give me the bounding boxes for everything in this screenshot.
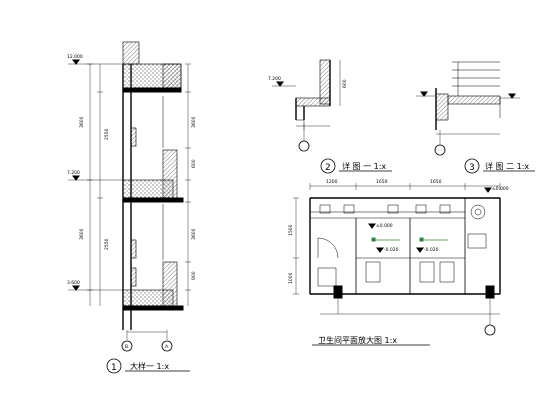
detail-number: 1 (111, 363, 117, 373)
bathroom-plan: ±0.000 -0.020 -0.020 ±0.000 1200 1650 16… (288, 179, 509, 346)
column (485, 285, 495, 299)
plan-caption: 卫生间平面放大图 1:x (318, 335, 397, 345)
dimension-text: 1650 (430, 179, 442, 185)
toilet-fixture (317, 267, 337, 287)
detail-number-circle (320, 158, 336, 174)
detail-number-circle (106, 358, 122, 374)
column (333, 285, 343, 299)
axis-label: A (165, 344, 169, 350)
elevation-label: -0.020 (384, 247, 399, 253)
detail-number: 2 (325, 163, 331, 173)
dimension-text: 1650 (376, 179, 388, 185)
detail-number: 3 (469, 163, 475, 173)
plan-outline (309, 197, 501, 295)
dimension-text: 2550 (104, 128, 110, 140)
dimension-text: 3600 (191, 116, 197, 128)
dimension-text: 3600 (191, 228, 197, 240)
dimension-text: 1200 (326, 179, 338, 185)
dimension-text: 1500 (288, 224, 294, 236)
detail-caption: 详 图 二 1:x (485, 161, 529, 171)
axis-bubble (484, 324, 496, 336)
elevation-label: ±0.000 (492, 186, 509, 192)
sink-fixture (470, 204, 486, 220)
axis-label: B (125, 344, 128, 350)
elevation-label: ±0.000 (376, 223, 393, 229)
dimension-text: 900 (191, 271, 197, 280)
elevation-label: 7.200 (268, 76, 281, 82)
detail-caption: 详 图 一 1:x (342, 161, 386, 171)
axis-bubble (121, 340, 133, 352)
dimension-text: 3600 (79, 116, 85, 128)
dimension-text: 3600 (79, 228, 85, 240)
elevation-label: 3.600 (67, 280, 80, 286)
dimension-text: 2550 (104, 238, 110, 250)
parapet (122, 41, 140, 65)
detail-1-section: 12.000 7.200 3.600 3600 3600 2550 2550 3… (67, 41, 197, 374)
detail-caption: 大样一 1:x (130, 361, 169, 371)
dimension-text: 1000 (288, 272, 294, 284)
detail-2-section: 7.200 600 2 详 图 一 1:x (268, 59, 392, 174)
detail-number-circle (464, 158, 480, 174)
dimension-text: 600 (191, 159, 197, 168)
elevation-label: -0.020 (424, 247, 439, 253)
axis-bubble (298, 140, 310, 152)
detail-3-section: 3 详 图 二 1:x (416, 61, 535, 174)
dimension-text: 600 (342, 79, 348, 88)
elevation-label: 12.000 (67, 54, 83, 60)
axis-bubble (161, 340, 173, 352)
elevation-label: 7.200 (67, 170, 80, 176)
axis-bubble (434, 144, 446, 156)
